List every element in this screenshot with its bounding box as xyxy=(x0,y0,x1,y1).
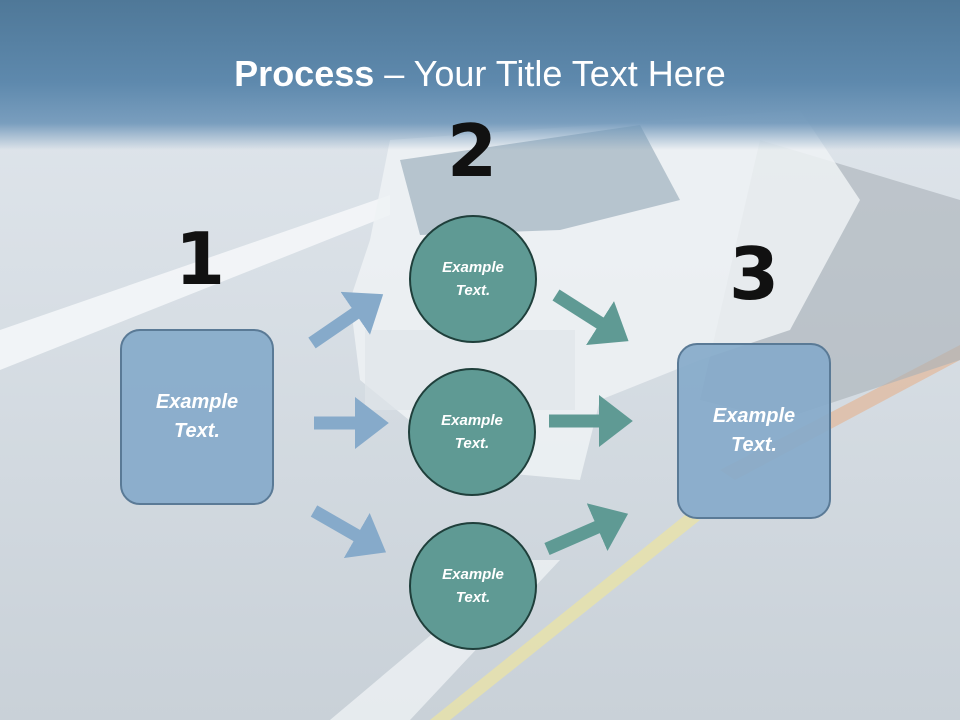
header-band xyxy=(0,0,960,150)
title-bold: Process xyxy=(234,53,375,94)
arrow-left-to-circle-1 xyxy=(308,291,384,349)
circle-2: Example Text. xyxy=(408,368,536,496)
circle-1: Example Text. xyxy=(409,215,537,343)
title-rest: – Your Title Text Here xyxy=(374,53,726,94)
step-number-2: 2 xyxy=(446,109,498,193)
step-number-1: 1 xyxy=(174,217,226,301)
arrow-circle-3-to-right xyxy=(544,503,629,555)
slide-title: Process – Your Title Text Here xyxy=(0,52,960,96)
left-box: Example Text. xyxy=(120,329,274,505)
arrow-circle-1-to-right xyxy=(552,289,629,345)
circle-3: Example Text. xyxy=(409,522,537,650)
arrow-left-to-circle-3 xyxy=(310,505,387,559)
right-box: Example Text. xyxy=(677,343,831,519)
step-number-3: 3 xyxy=(728,232,780,316)
